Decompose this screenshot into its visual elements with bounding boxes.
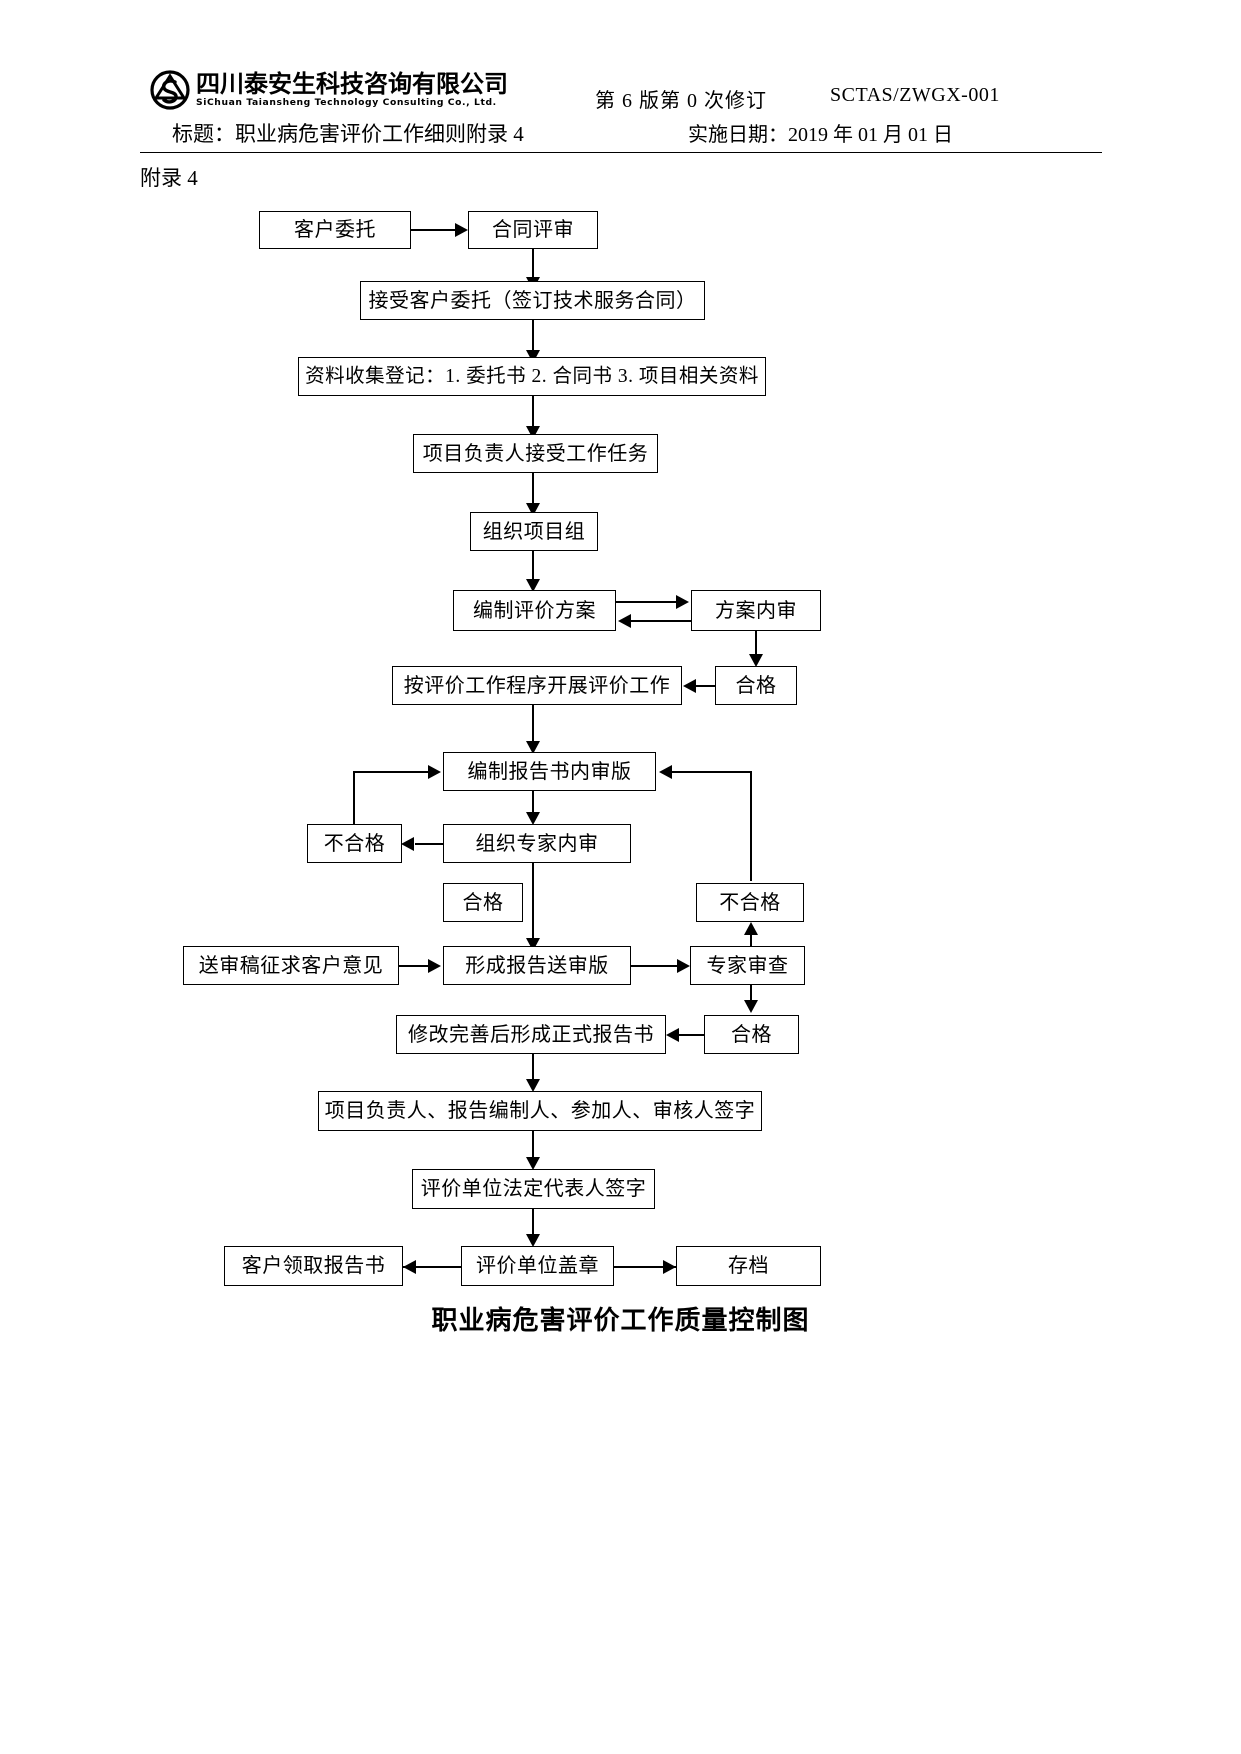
flow-node-form-review-draft: 形成报告送审版: [443, 946, 631, 985]
company-logo: 四川泰安生科技咨询有限公司 SiChuan Taiansheng Technol…: [150, 70, 508, 110]
flow-node-accept-commission: 接受客户委托（签订技术服务合同）: [360, 281, 705, 320]
flow-node-organization-seal: 评价单位盖章: [461, 1246, 614, 1286]
flow-node-data-collection: 资料收集登记：1. 委托书 2. 合同书 3. 项目相关资料: [298, 357, 766, 396]
flow-node-expert-qualified: 合格: [443, 883, 523, 922]
document-header: 四川泰安生科技咨询有限公司 SiChuan Taiansheng Technol…: [140, 62, 1100, 154]
company-name-en: SiChuan Taiansheng Technology Consulting…: [196, 97, 497, 108]
appendix-label: 附录 4: [140, 166, 198, 190]
flow-node-pm-accept-task: 项目负责人接受工作任务: [413, 434, 658, 473]
flow-node-archive: 存档: [676, 1246, 821, 1286]
flow-node-client-receive-report: 客户领取报告书: [224, 1246, 403, 1286]
flow-node-client-commission: 客户委托: [259, 211, 411, 249]
flow-node-plan-internal-review: 方案内审: [691, 590, 821, 631]
flow-node-plan-qualified: 合格: [715, 666, 797, 705]
effective-date: 实施日期：2019 年 01 月 01 日: [688, 124, 953, 146]
figure-caption: 职业病危害评价工作质量控制图: [431, 1306, 810, 1336]
flow-node-final-report: 修改完善后形成正式报告书: [396, 1015, 666, 1054]
flow-node-draft-plan: 编制评价方案: [453, 590, 616, 631]
flow-node-expert-check: 专家审查: [690, 946, 805, 985]
flow-node-conduct-assessment: 按评价工作程序开展评价工作: [392, 666, 682, 705]
document-code: SCTAS/ZWGX-001: [830, 84, 1000, 106]
flow-node-report-unqualified: 不合格: [307, 824, 402, 863]
tas-logo-icon: [150, 70, 190, 110]
flow-node-contract-review: 合同评审: [468, 211, 598, 249]
flow-node-signatures: 项目负责人、报告编制人、参加人、审核人签字: [318, 1091, 762, 1131]
flow-node-draft-report-internal: 编制报告书内审版: [443, 752, 656, 791]
flow-node-legal-rep-signature: 评价单位法定代表人签字: [412, 1169, 655, 1209]
document-version: 第 6 版第 0 次修订: [595, 90, 767, 112]
company-name-cn: 四川泰安生科技咨询有限公司: [196, 70, 508, 98]
flow-node-client-opinion: 送审稿征求客户意见: [183, 946, 399, 985]
document-title: 标题：职业病危害评价工作细则附录 4: [172, 122, 524, 146]
flow-node-expert-check-unqualified: 不合格: [696, 883, 804, 922]
flow-node-expert-internal-review: 组织专家内审: [443, 824, 631, 863]
flow-node-organize-team: 组织项目组: [470, 512, 598, 551]
flow-node-check-qualified: 合格: [704, 1015, 799, 1054]
header-divider: [140, 152, 1102, 153]
